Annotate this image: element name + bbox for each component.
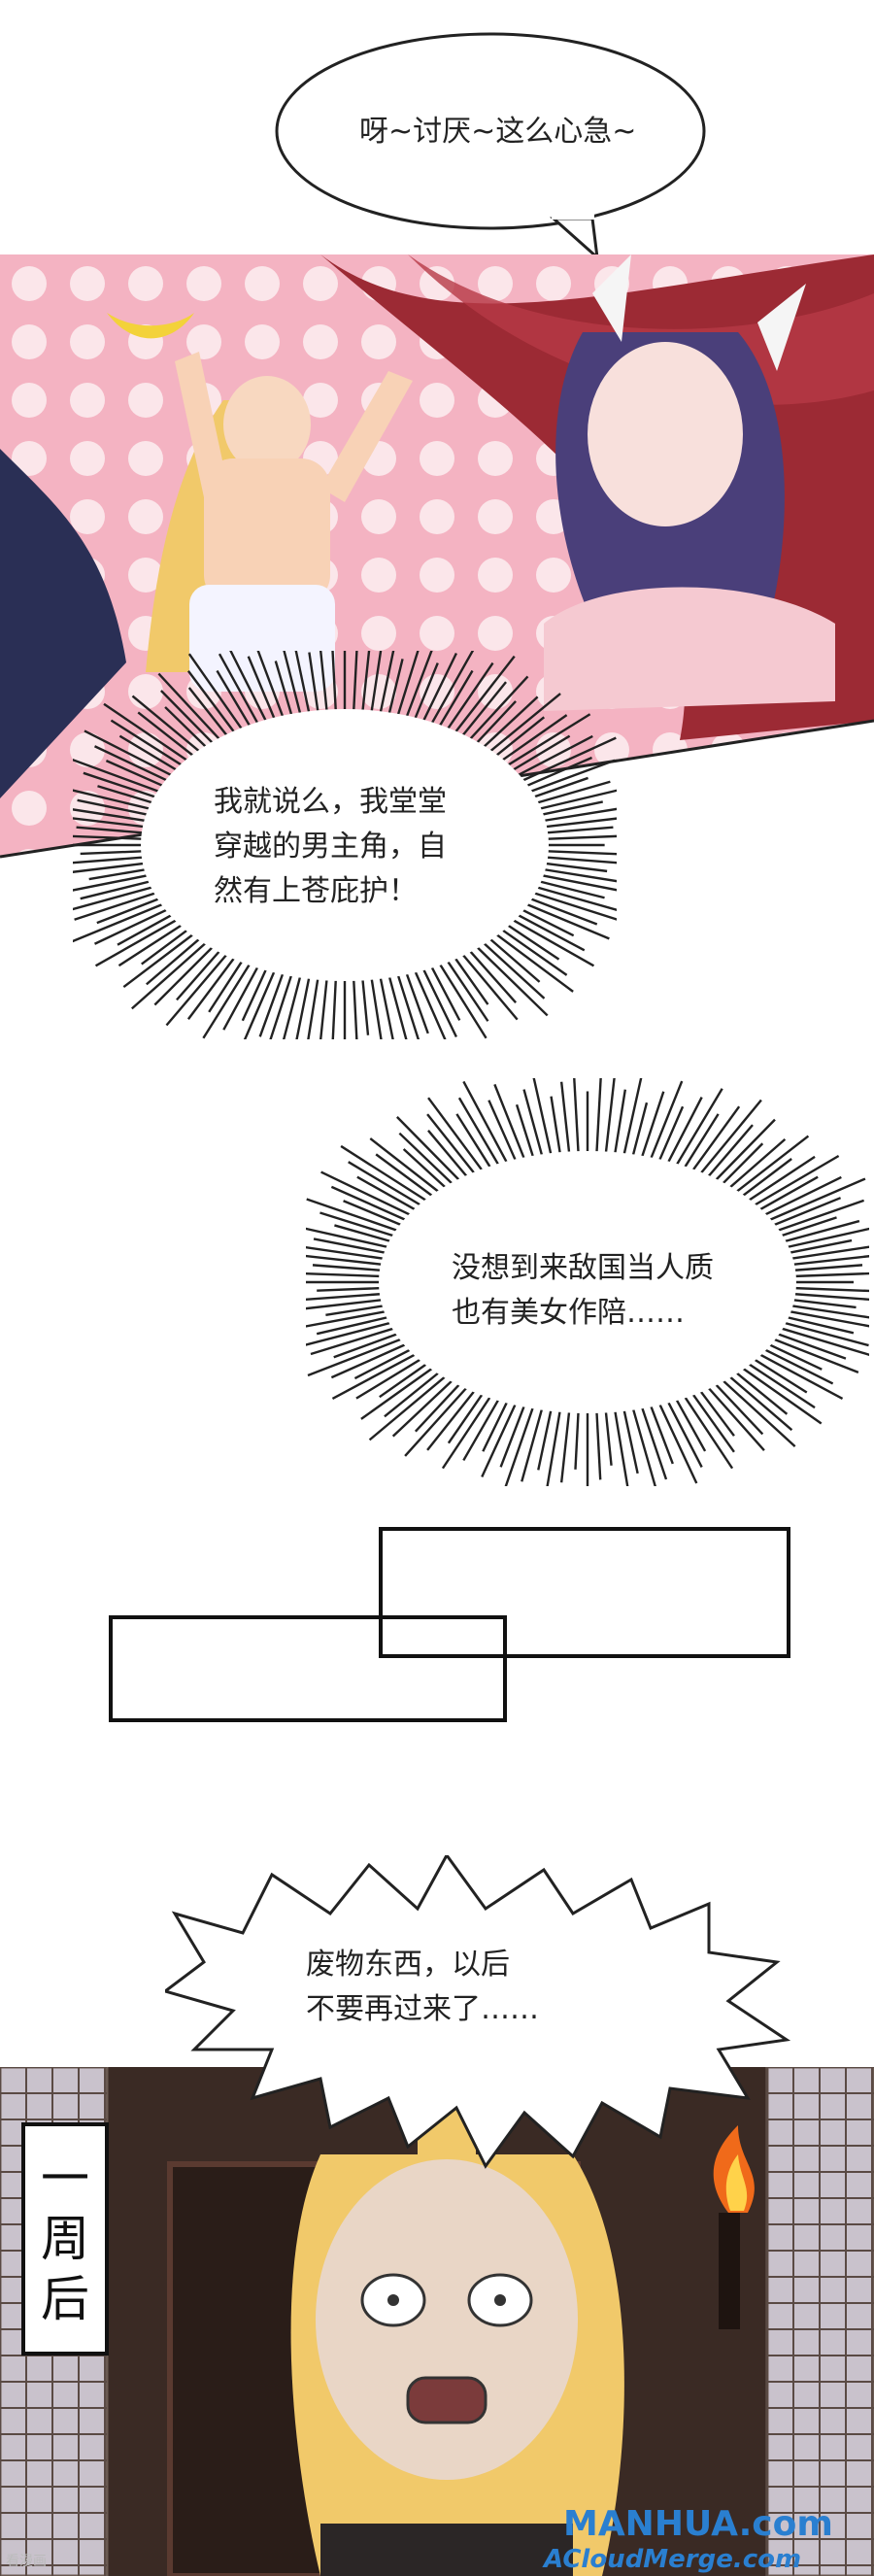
speech-bubble-2 — [73, 651, 617, 1039]
speech-bubble-1 — [275, 32, 706, 261]
watermark-site-main: MANHUA.com — [563, 2504, 833, 2544]
speech-bubble-3 — [306, 1078, 869, 1486]
bubble-3-text: 没想到来敌国当人质 也有美女作陪…… — [452, 1251, 714, 1330]
caption-char-3: 后 — [41, 2271, 89, 2327]
watermark-site-sub: ACloudMerge.com — [544, 2545, 802, 2574]
panel-1-scene — [0, 254, 874, 859]
speech-bubble-4 — [165, 1855, 791, 2169]
bubble-2-text: 我就说么，我堂堂 穿越的男主角，自 然有上苍庇护！ — [214, 785, 447, 908]
caption-char-2: 周 — [41, 2211, 89, 2267]
time-caption-box: 一 周 后 — [21, 2122, 109, 2356]
corner-watermark: 看漫画 — [6, 2554, 47, 2569]
bubble-1-text: 呀~讨厌~这么心急~ — [359, 115, 637, 149]
caption-char-1: 一 — [41, 2151, 89, 2207]
bubble-4-text: 废物东西，以后 不要再过来了…… — [306, 1948, 539, 2026]
empty-caption-boxes — [109, 1527, 790, 1722]
